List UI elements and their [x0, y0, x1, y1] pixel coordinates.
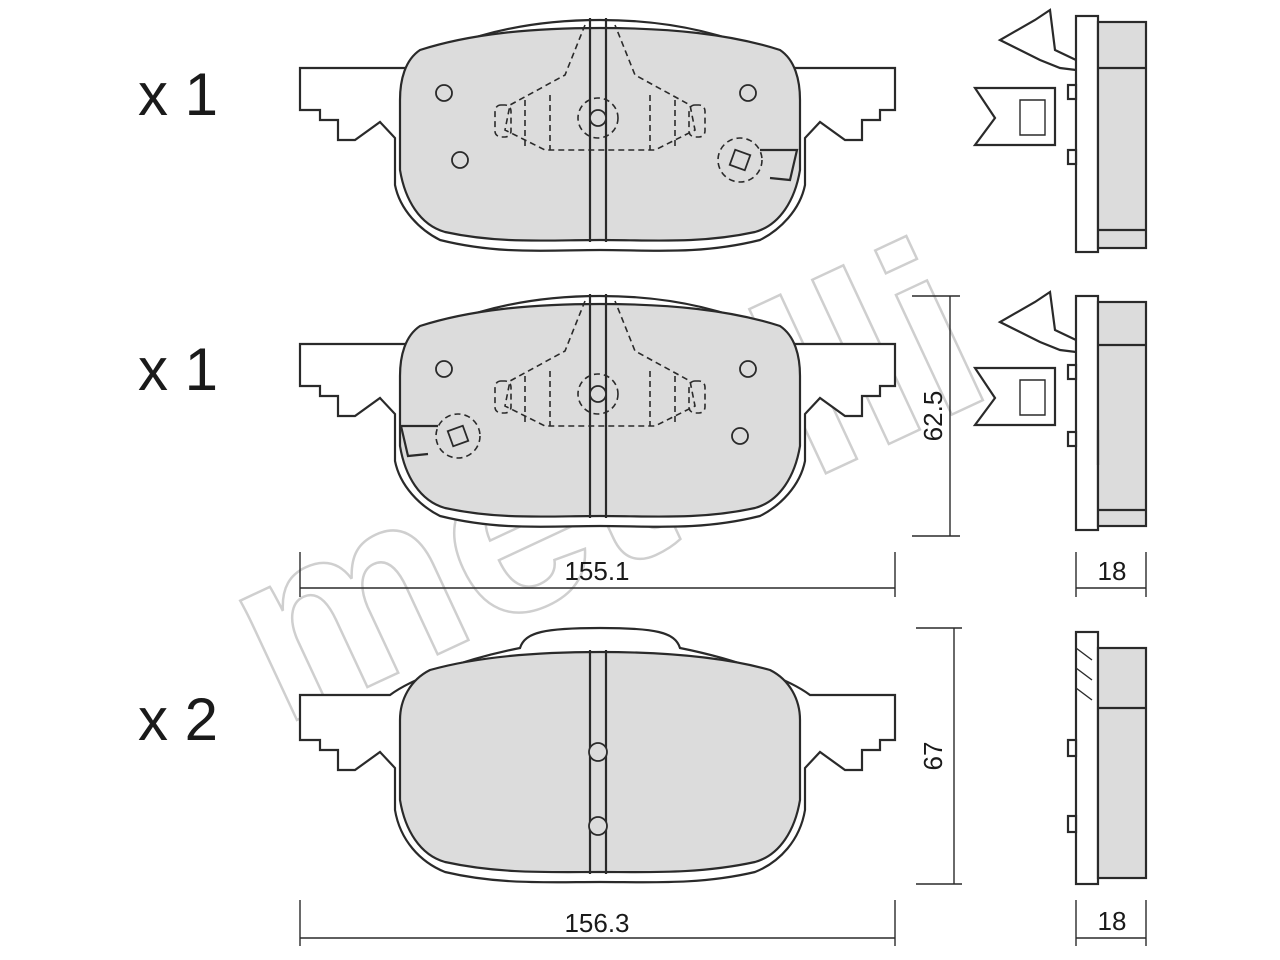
dimension-height-upper: 62.5 — [912, 295, 960, 537]
dimension-width-lower-label: 156.3 — [564, 908, 629, 938]
dimension-height-lower: 67 — [916, 627, 962, 885]
dimension-width-upper-label: 155.1 — [564, 556, 629, 586]
dimension-width-lower: 156.3 — [299, 900, 896, 946]
pad-front-view-2 — [298, 294, 897, 528]
pad-side-view-1 — [972, 8, 1148, 254]
pad-front-view-1 — [298, 18, 897, 252]
dimension-width-upper: 155.1 — [299, 552, 896, 597]
pad-side-view-3 — [1066, 630, 1148, 886]
dimension-thickness-lower-label: 18 — [1098, 906, 1127, 936]
quantity-label-row2: x 1 — [138, 336, 218, 403]
quantity-label-row1: x 1 — [138, 61, 218, 128]
dimension-height-lower-label: 67 — [918, 742, 948, 771]
dimension-thickness-upper-label: 18 — [1098, 556, 1127, 586]
quantity-label-row3: x 2 — [138, 686, 218, 753]
pad-front-view-3 — [298, 626, 897, 884]
pad-side-view-2 — [972, 290, 1148, 532]
dimension-height-upper-label: 62.5 — [918, 391, 948, 442]
dimension-thickness-lower: 18 — [1075, 900, 1147, 946]
dimension-thickness-upper: 18 — [1075, 552, 1147, 597]
